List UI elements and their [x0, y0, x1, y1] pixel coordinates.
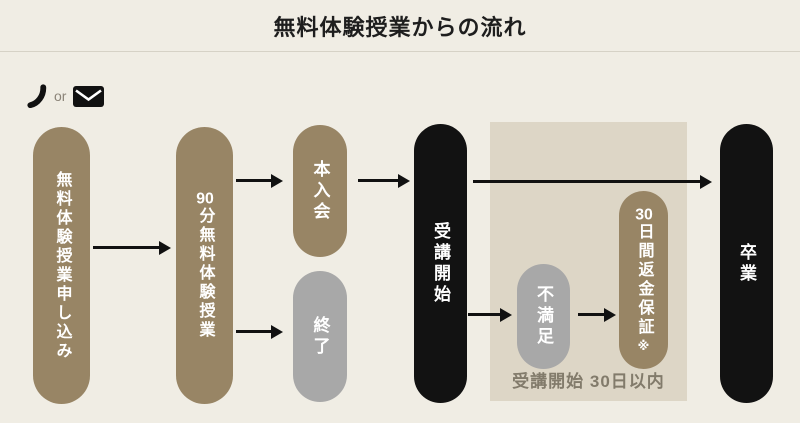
node-trial-label: 90分無料体験授業	[196, 191, 214, 340]
arrow-dissatisfied-to-refund	[578, 313, 604, 316]
node-refund-note: ※	[637, 339, 650, 353]
arrow-join-to-start	[358, 179, 398, 182]
arrow-trial-to-join	[236, 179, 271, 182]
node-dissatisfied: 不満足	[517, 264, 570, 369]
page-title: 無料体験授業からの流れ	[273, 14, 527, 40]
phone-icon	[27, 84, 47, 108]
header: 無料体験授業からの流れ	[0, 0, 800, 52]
node-finish-label: 終了	[310, 315, 330, 358]
node-graduate-label: 卒業	[737, 242, 756, 285]
node-refund: 30日間返金保証 ※	[619, 191, 668, 369]
arrow-trial-to-finish	[236, 330, 271, 333]
node-trial: 90分無料体験授業	[176, 127, 233, 404]
node-apply: 無料体験授業申し込み	[33, 127, 90, 404]
node-apply-label: 無料体験授業申し込み	[53, 170, 71, 361]
contact-methods: or	[27, 84, 105, 108]
node-join: 本入会	[293, 125, 347, 257]
node-join-label: 本入会	[310, 159, 330, 223]
mail-icon	[73, 85, 105, 107]
guarantee-period-label: 受講開始 30日以内	[512, 372, 665, 391]
arrow-start-to-dissatisfied	[468, 313, 500, 316]
or-label: or	[54, 88, 67, 104]
arrow-start-to-graduate	[473, 180, 700, 183]
node-graduate: 卒業	[720, 124, 773, 403]
arrow-apply-to-trial	[93, 246, 159, 249]
node-refund-label: 30日間返金保証	[635, 207, 653, 337]
node-start: 受講開始	[414, 124, 467, 403]
node-start-label: 受講開始	[431, 221, 450, 306]
node-dissatisfied-label: 不満足	[534, 285, 553, 348]
node-finish: 終了	[293, 271, 347, 402]
